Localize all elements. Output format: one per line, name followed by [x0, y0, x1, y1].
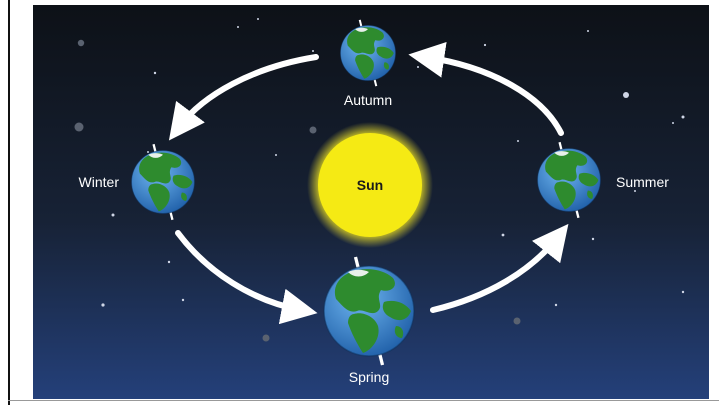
- left-border: [8, 0, 10, 405]
- label-spring: Spring: [349, 369, 389, 385]
- label-winter: Winter: [79, 174, 120, 190]
- bottom-border: [8, 400, 719, 401]
- arrow-spring-to-summer: [430, 223, 569, 313]
- sun-label: Sun: [357, 177, 383, 193]
- label-autumn: Autumn: [344, 92, 392, 108]
- orbit-arrows: [168, 41, 569, 325]
- earth-orbit-diagram: Sun Autumn Winter Spring Summer: [33, 5, 709, 399]
- stars: [74, 18, 685, 342]
- sun: Sun: [307, 122, 433, 248]
- arrow-autumn-to-winter: [168, 54, 319, 141]
- arrow-summer-to-autumn: [408, 41, 564, 136]
- label-summer: Summer: [616, 174, 669, 190]
- arrow-winter-to-spring: [175, 230, 318, 325]
